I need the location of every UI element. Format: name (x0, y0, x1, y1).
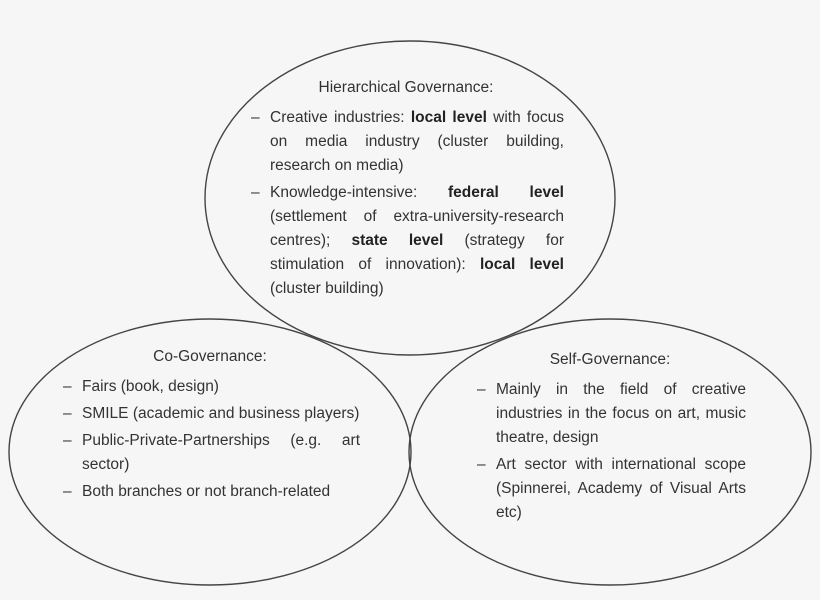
hierarchical-item: – Creative industries: local level with … (248, 106, 564, 178)
dash-bullet-icon: – (251, 184, 260, 201)
item-text: Public-Private-Partnerships (e.g. art se… (82, 432, 360, 473)
item-text-bold: local level (479, 256, 564, 273)
item-text: Creative industries: (270, 109, 411, 126)
self-governance-title: Self-Governance: (549, 351, 671, 368)
dash-bullet-icon: – (477, 456, 486, 473)
item-text-bold: local level (410, 109, 487, 126)
item-text: Fairs (book, design) (82, 378, 219, 395)
co-item: –Both branches or not branch-related (60, 480, 360, 504)
dash-bullet-icon: – (251, 109, 260, 126)
co-governance-block: Co-Governance: –Fairs (book, design) –SM… (60, 345, 360, 507)
dash-bullet-icon: – (63, 378, 72, 395)
dash-bullet-icon: – (63, 432, 72, 449)
co-item: –Fairs (book, design) (60, 375, 360, 399)
self-item: –Art sector with international scope (Sp… (474, 453, 746, 525)
hierarchical-governance-block: Hierarchical Governance: – Creative indu… (248, 76, 564, 304)
co-governance-ellipse (8, 318, 412, 586)
item-text: (settlement of extra-university-research… (270, 208, 564, 249)
item-text-bold: state level (351, 232, 444, 249)
co-item: –Public-Private-Partnerships (e.g. art s… (60, 429, 360, 477)
item-text: (cluster building) (270, 280, 384, 297)
self-item: –Mainly in the field of creative industr… (474, 378, 746, 450)
item-text: Knowledge-intensive: (270, 184, 449, 201)
hierarchical-governance-ellipse (204, 40, 616, 356)
item-text-bold: federal level (448, 184, 564, 201)
dash-bullet-icon: – (63, 483, 72, 500)
dash-bullet-icon: – (63, 405, 72, 422)
hierarchical-governance-title: Hierarchical Governance: (318, 79, 494, 96)
item-text: Mainly in the field of creative industri… (496, 381, 746, 446)
item-text: (strategy for stimulation of innovation)… (270, 232, 565, 273)
hierarchical-item: – Knowledge-intensive: federal level (se… (248, 181, 564, 301)
item-text: Both branches or not branch-related (82, 483, 331, 500)
dash-bullet-icon: – (477, 381, 486, 398)
item-text: with focus on media industry (cluster bu… (270, 109, 564, 174)
item-text: SMILE (academic and business players) (82, 405, 360, 422)
co-item: –SMILE (academic and business players) (60, 402, 360, 426)
self-governance-ellipse (408, 318, 812, 586)
co-governance-title: Co-Governance: (153, 348, 267, 365)
item-text: Art sector with international scope (Spi… (496, 456, 746, 521)
self-governance-block: Self-Governance: –Mainly in the field of… (474, 348, 746, 528)
